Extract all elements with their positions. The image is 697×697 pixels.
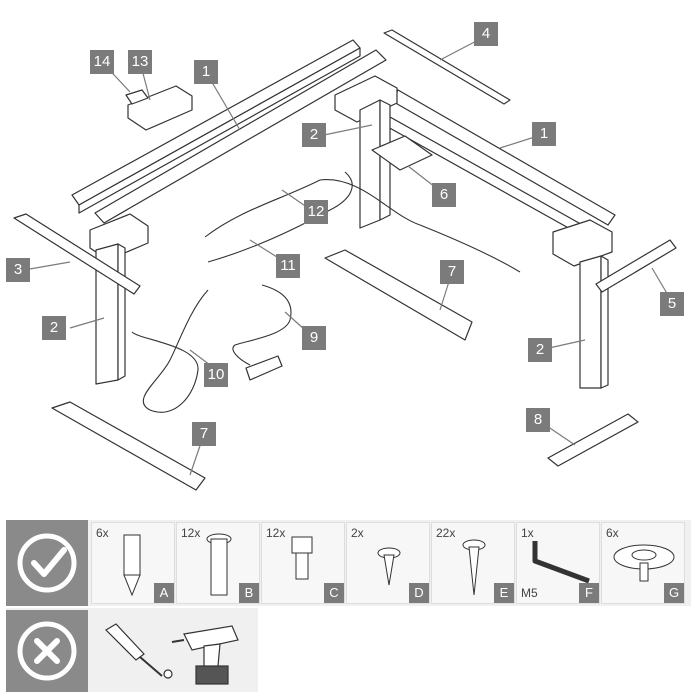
callout-1b: 1 xyxy=(532,122,556,146)
callout-4: 4 xyxy=(474,22,498,46)
foot-7b xyxy=(51,401,206,491)
cable-12 xyxy=(204,179,521,273)
hardware-qty: 12x xyxy=(181,526,201,540)
hardware-qty: 1x xyxy=(521,526,534,540)
hardware-letter: D xyxy=(409,583,429,603)
cable-9 xyxy=(232,284,292,366)
callout-6: 6 xyxy=(432,183,456,207)
leg-right xyxy=(552,219,613,389)
bracket-5 xyxy=(595,239,677,293)
callout-12: 12 xyxy=(304,200,328,224)
hardware-letter: B xyxy=(239,583,259,603)
callout-14: 14 xyxy=(90,50,114,74)
plate-6 xyxy=(371,135,433,171)
screwdriver-icon xyxy=(105,623,173,679)
foot-7a xyxy=(324,249,473,341)
hardware-tile-e: 22x E xyxy=(431,522,515,604)
button-head-screw-icon xyxy=(206,533,232,596)
callout-9: 9 xyxy=(302,326,326,350)
tools-drawing xyxy=(105,623,239,685)
hardware-size: M5 xyxy=(521,586,538,600)
parts-drawing xyxy=(13,29,677,491)
hardware-tile-a: 6x A xyxy=(91,522,175,604)
hardware-qty: 6x xyxy=(96,526,109,540)
allen-key-icon xyxy=(532,541,590,584)
short-screw-icon xyxy=(377,547,401,586)
callout-2b: 2 xyxy=(42,316,66,340)
callout-11: 11 xyxy=(276,254,300,278)
hardware-qty: 2x xyxy=(351,526,364,540)
power-drill-icon xyxy=(171,625,239,685)
spacer-bolt-icon xyxy=(123,534,141,597)
required-box xyxy=(6,520,88,606)
wood-screw-icon xyxy=(462,539,486,596)
hardware-letter: A xyxy=(154,583,174,603)
hardware-qty: 22x xyxy=(436,526,456,540)
hardware-tile-c: 12x C xyxy=(261,522,345,604)
callout-10: 10 xyxy=(204,363,228,387)
checkmark-icon xyxy=(17,533,77,593)
callout-3: 3 xyxy=(6,258,30,282)
hardware-letter: E xyxy=(494,583,514,603)
callout-7b: 7 xyxy=(192,422,216,446)
cross-icon xyxy=(17,621,77,681)
hardware-tile-g: 6x G xyxy=(601,522,685,604)
hardware-tile-b: 12x B xyxy=(176,522,260,604)
hardware-qty: 12x xyxy=(266,526,286,540)
hardware-letter: F xyxy=(579,583,599,603)
cable-10 xyxy=(131,289,209,413)
callout-2c: 2 xyxy=(528,338,552,362)
bracket-4 xyxy=(383,29,511,105)
leader-lines xyxy=(23,35,673,476)
callout-1a: 1 xyxy=(194,60,218,84)
hardware-letter: C xyxy=(324,583,344,603)
callout-13: 13 xyxy=(128,50,152,74)
bracket-3 xyxy=(13,213,141,295)
crossbar-left xyxy=(71,39,387,224)
connector-14 xyxy=(125,89,149,105)
hardware-tile-d: 2x D xyxy=(346,522,430,604)
callout-7a: 7 xyxy=(440,260,464,284)
callout-2a: 2 xyxy=(302,123,326,147)
not-required-box xyxy=(6,610,88,692)
handset-9 xyxy=(245,355,283,381)
socket-cap-screw-icon xyxy=(291,536,313,580)
hardware-tile-f: 1x M5 F xyxy=(516,522,600,604)
foot-8 xyxy=(547,413,639,467)
control-box xyxy=(127,85,193,131)
callout-5: 5 xyxy=(660,292,684,316)
callout-8: 8 xyxy=(526,408,550,432)
hardware-qty: 6x xyxy=(606,526,619,540)
hardware-letter: G xyxy=(664,583,684,603)
star-knob-icon xyxy=(613,544,675,582)
